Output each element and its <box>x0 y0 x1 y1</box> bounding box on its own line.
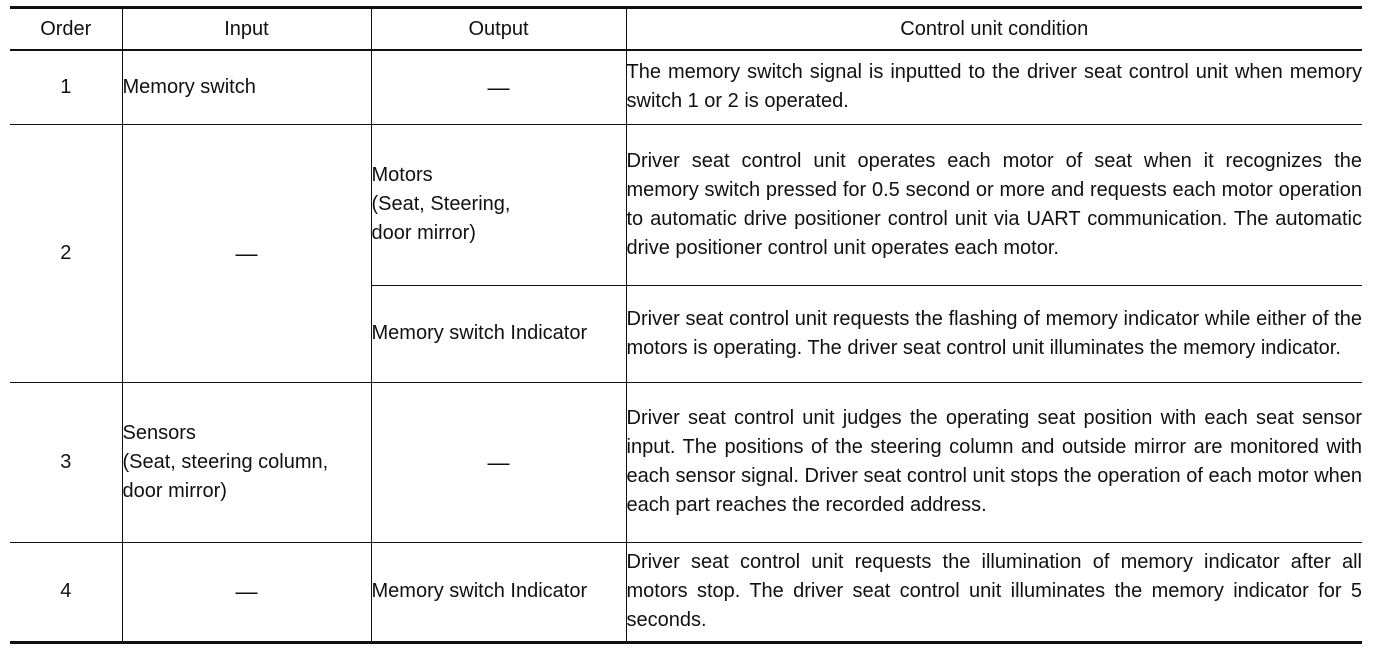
row-2-output-label: Motors <box>371 164 433 186</box>
row-2-output-detail-1: (Seat, Steering, <box>371 193 511 215</box>
row-2b-output: Memory switch Indicator <box>371 284 627 383</box>
operation-sequence-table: Order Input Output Control unit conditio… <box>10 6 1362 644</box>
row-2b-condition: Driver seat control unit requests the fl… <box>625 284 1362 383</box>
row-4-order: 4 <box>10 541 123 644</box>
row-2-input: — <box>121 123 372 383</box>
table-row: 1 Memory switch — The memory switch sign… <box>10 49 1362 125</box>
row-2-condition: Driver seat control unit operates each m… <box>625 123 1362 286</box>
row-1-condition: The memory switch signal is inputted to … <box>625 49 1362 125</box>
table-header-row: Order Input Output Control unit conditio… <box>10 6 1362 51</box>
table-row: 4 — Memory switch Indicator Driver seat … <box>10 541 1362 644</box>
row-3-condition: Driver seat control unit judges the oper… <box>625 381 1362 543</box>
row-1-input: Memory switch <box>121 49 372 125</box>
row-3-order: 3 <box>10 381 123 543</box>
table-row: 3 Sensors (Seat, steering column, door m… <box>10 381 1362 543</box>
header-control-unit-condition: Control unit condition <box>625 6 1362 51</box>
row-3-input: Sensors (Seat, steering column, door mir… <box>121 381 372 543</box>
header-order: Order <box>10 6 123 51</box>
header-output: Output <box>370 6 627 51</box>
row-2-order: 2 <box>10 123 123 383</box>
row-3-input-detail: (Seat, steering column, door mirror) <box>122 450 329 502</box>
row-4-condition: Driver seat control unit requests the il… <box>625 541 1362 644</box>
row-3-input-label: Sensors <box>122 421 196 444</box>
row-2-output-motors: Motors (Seat, Steering, door mirror) <box>370 123 627 286</box>
table-row: Memory switch Indicator Driver seat cont… <box>10 284 1362 383</box>
header-input: Input <box>121 6 372 51</box>
table-row: 2 — Motors (Seat, Steering, door mirror)… <box>10 123 1362 383</box>
row-4-output: Memory switch Indicator <box>370 541 627 644</box>
row-2-output-detail-2: door mirror) <box>371 222 476 244</box>
row-1-order: 1 <box>10 49 123 125</box>
row-1-output: — <box>370 49 627 125</box>
row-4-input: — <box>121 541 372 644</box>
row-3-output: — <box>370 381 627 543</box>
